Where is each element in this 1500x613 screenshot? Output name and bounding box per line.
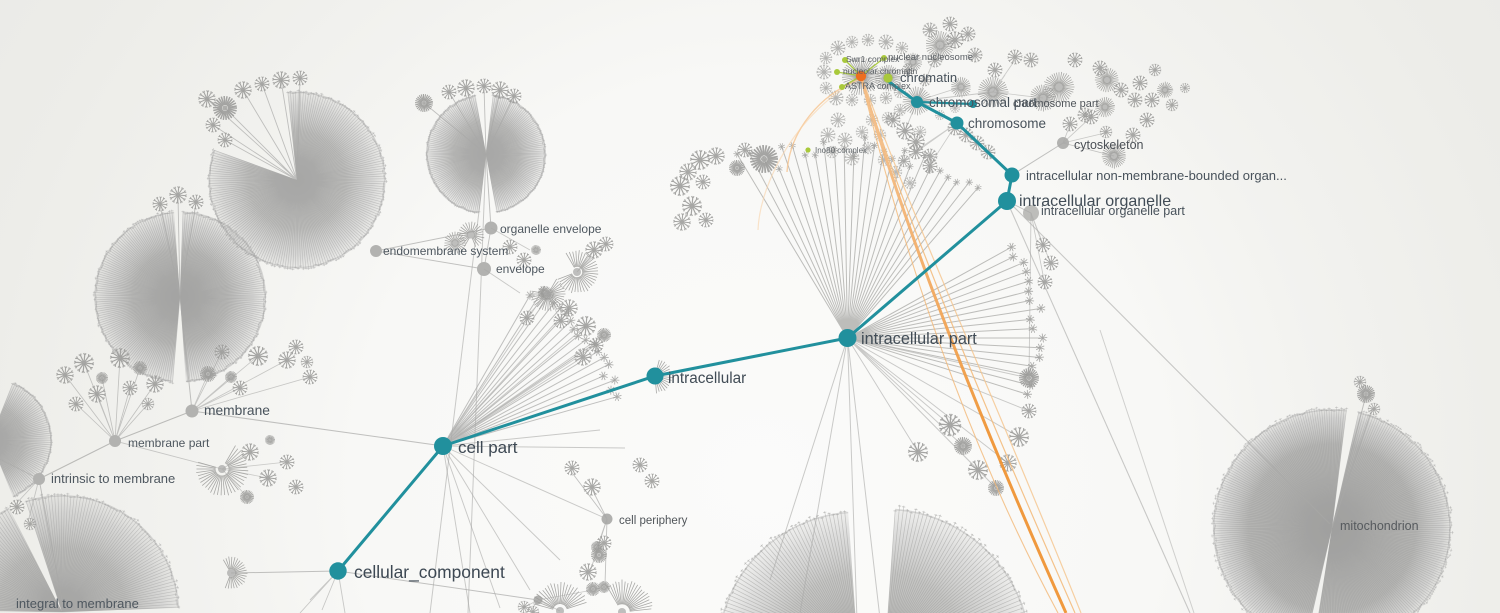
svg-text:integral to membrane: integral to membrane: [16, 596, 139, 611]
svg-text:nucleolar chromatin: nucleolar chromatin: [843, 66, 917, 76]
svg-text:intracellular non-membrane-bou: intracellular non-membrane-bounded organ…: [1026, 168, 1287, 183]
svg-text:intracellular part: intracellular part: [861, 330, 977, 348]
svg-text:nuclear nucleosome: nuclear nucleosome: [888, 52, 973, 63]
svg-text:cellular_component: cellular_component: [354, 562, 505, 582]
svg-text:intrinsic to membrane: intrinsic to membrane: [51, 471, 175, 486]
svg-text:membrane part: membrane part: [128, 436, 210, 450]
svg-text:intracellular organelle: intracellular organelle: [1019, 193, 1171, 210]
svg-text:mitochondrion: mitochondrion: [1340, 519, 1419, 533]
svg-text:Ino80 complex: Ino80 complex: [815, 146, 867, 155]
svg-text:envelope: envelope: [496, 262, 545, 276]
svg-text:ASTRA complex: ASTRA complex: [845, 81, 911, 91]
svg-text:chromosome: chromosome: [968, 116, 1046, 131]
svg-text:Swr1 complex: Swr1 complex: [846, 54, 900, 64]
svg-text:intracellular organelle part: intracellular organelle part: [1041, 204, 1185, 218]
svg-text:cell part: cell part: [458, 438, 518, 457]
svg-text:chromosomal part: chromosomal part: [929, 95, 1037, 110]
svg-text:cytoskeleton: cytoskeleton: [1074, 138, 1144, 152]
svg-text:intracellular: intracellular: [668, 370, 746, 387]
svg-text:endomembrane system: endomembrane system: [383, 244, 508, 258]
svg-text:membrane: membrane: [204, 403, 270, 418]
svg-text:chromosome part: chromosome part: [1013, 98, 1099, 110]
svg-text:organelle envelope: organelle envelope: [500, 222, 602, 236]
svg-text:chromatin: chromatin: [900, 70, 957, 85]
svg-text:cell periphery: cell periphery: [619, 515, 688, 527]
